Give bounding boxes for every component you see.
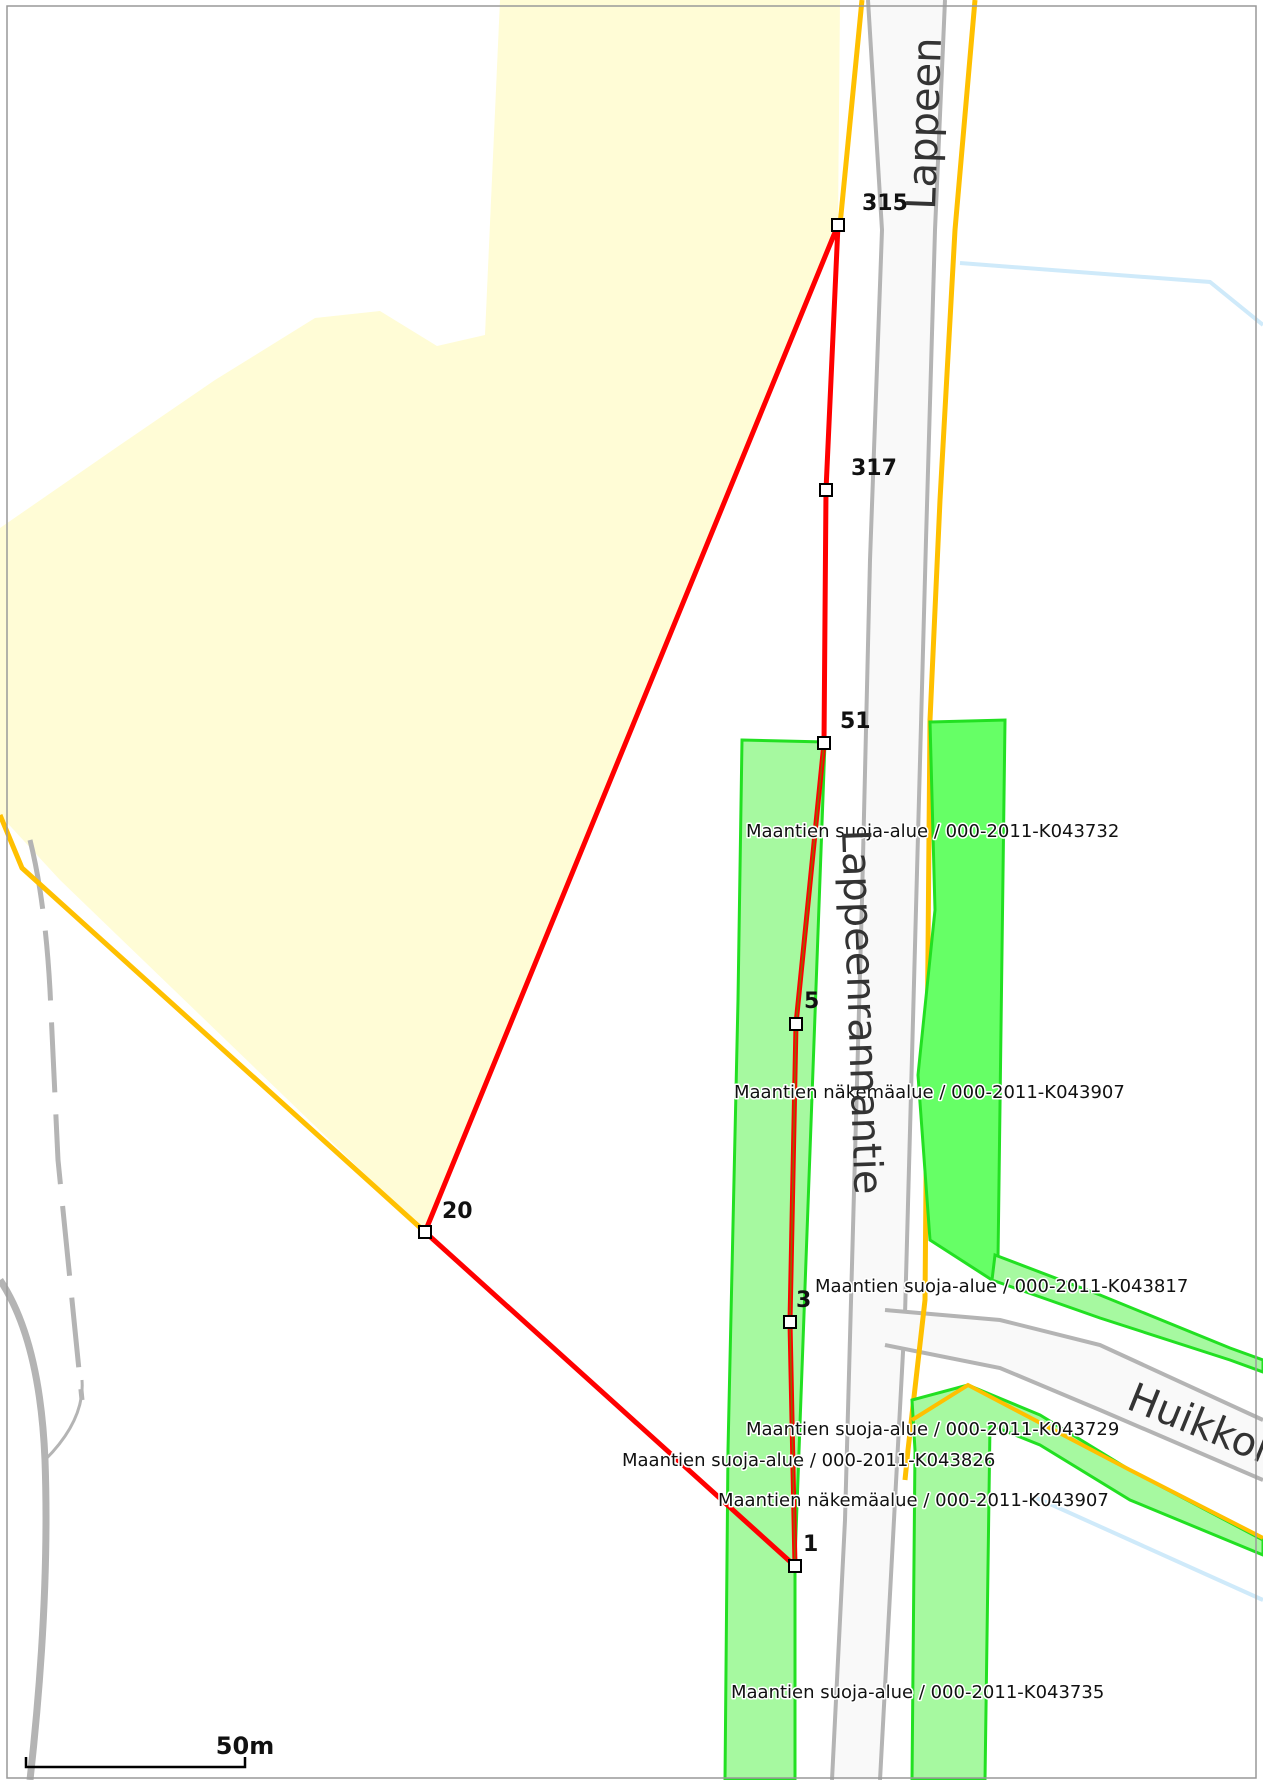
boundary-point-20[interactable]: [418, 1225, 432, 1239]
boundary-point-3[interactable]: [783, 1315, 797, 1329]
area-label-7: Maantien suoja-alue / 000-2011-K043735: [731, 1682, 1104, 1703]
protection-area-side-north: [990, 1252, 1263, 1374]
map-frame: [6, 5, 1257, 1779]
area-label-3: Maantien suoja-alue / 000-2011-K043817: [815, 1276, 1188, 1297]
boundary-point-51[interactable]: [817, 736, 831, 750]
boundary-point-label-315: 315: [862, 191, 908, 216]
boundary-points: 315 317 51 5 20 3 1: [418, 191, 908, 1573]
scale-bar: 50m: [24, 1732, 274, 1769]
boundary-point-315[interactable]: [831, 218, 845, 232]
boundary-point-label-51: 51: [840, 709, 871, 734]
area-labels: Maantien suoja-alue / 000-2011-K043732Ma…: [621, 820, 1190, 1705]
boundary-point-5[interactable]: [789, 1017, 803, 1031]
boundary-point-label-20: 20: [442, 1199, 473, 1224]
boundary-inner-stroke: [789, 742, 825, 1567]
area-label-4: Maantien suoja-alue / 000-2011-K043729: [746, 1419, 1119, 1440]
sight-area-east: [916, 718, 1007, 1283]
area-label-2: Maantien näkemäalue / 000-2011-K043907: [734, 1082, 1125, 1103]
land-area: [0, 0, 840, 1232]
area-label-6: Maantien näkemäalue / 000-2011-K043907: [718, 1490, 1109, 1511]
road-label-top: Lappeen: [899, 37, 951, 211]
side-road-border: [910, 1382, 1263, 1540]
boundary-point-label-1: 1: [803, 1532, 818, 1557]
boundary-point-label-317: 317: [851, 456, 897, 481]
scale-bar-label: 50m: [216, 1732, 274, 1760]
minor-roads: [0, 839, 85, 1780]
water-lines: [959, 261, 1263, 1602]
area-label-1: Maantien suoja-alue / 000-2011-K043732: [746, 821, 1119, 842]
side-road: [884, 1308, 1263, 1482]
boundary-point-label-5: 5: [804, 989, 819, 1014]
boundary-point-317[interactable]: [819, 483, 833, 497]
area-label-5: Maantien suoja-alue / 000-2011-K043826: [622, 1450, 995, 1471]
boundary-point-label-3: 3: [796, 1288, 811, 1313]
boundary-point-1[interactable]: [788, 1559, 802, 1573]
main-road: [830, 0, 947, 1780]
